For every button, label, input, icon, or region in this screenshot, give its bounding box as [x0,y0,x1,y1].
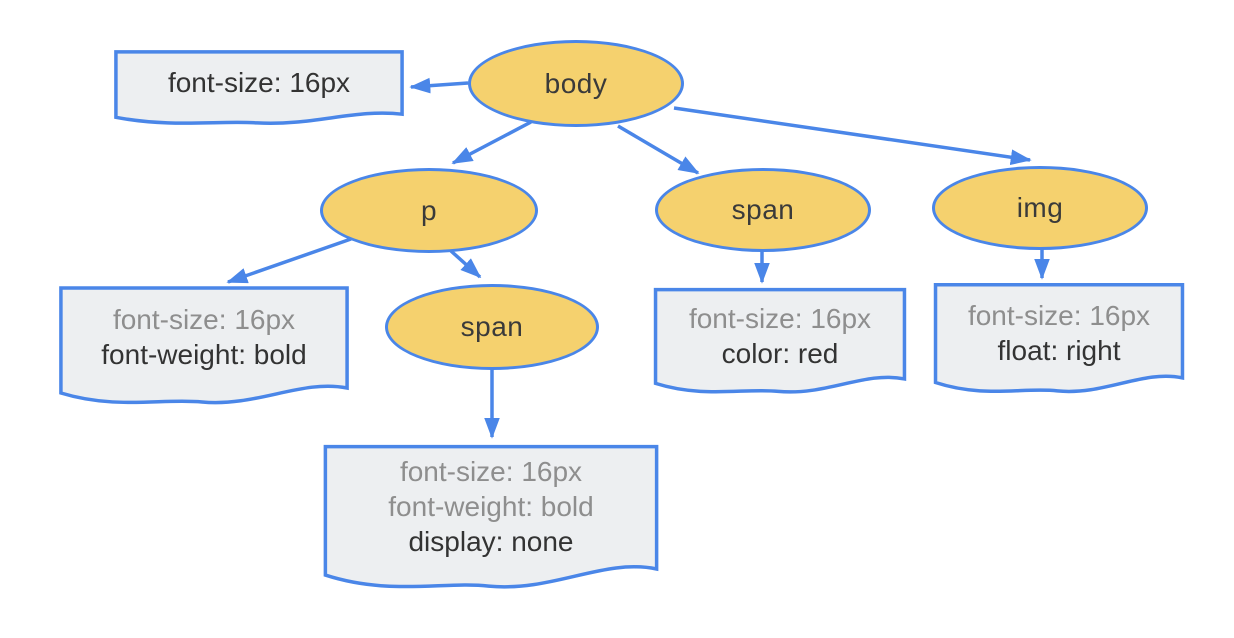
note-p-styles: font-size: 16px font-weight: bold [58,285,350,415]
note-img-styles: font-size: 16px float: right [933,282,1185,403]
style-line: font-size: 16px [167,67,351,98]
style-line: font-weight: bold [101,339,307,370]
note-body-styles: font-size: 16px [113,50,405,131]
note-wave-shape [58,285,350,415]
style-line: font-size: 16px [967,300,1151,331]
style-line: color: red [721,338,839,369]
note-wave-shape [322,443,660,602]
note-wave-shape [933,282,1185,403]
note-span-styles: font-size: 16px color: red [653,287,907,403]
edge-body-to-p [451,120,532,165]
edge-body-to-note-body [409,77,469,94]
node-span-label: span [731,194,795,225]
style-line: font-size: 16px [688,303,872,334]
note-wave-shape [113,50,405,131]
note-span-in-p-styles: font-size: 16px font-weight: bold displa… [322,443,660,602]
node-img: img [932,166,1148,250]
style-line: float: right [997,335,1121,366]
edge-body-to-img [673,106,1032,166]
node-body-label: body [544,67,608,99]
note-wave-shape [653,287,907,403]
node-span-in-p: span [385,284,599,370]
style-line: font-weight: bold [388,491,594,522]
edge-p-to-span-in-p [449,249,482,279]
style-line: display: none [408,526,574,557]
node-p: p [320,168,538,253]
node-span: span [655,168,871,252]
style-line: font-size: 16px [112,304,296,335]
node-p-label: p [420,194,438,226]
node-body: body [468,40,684,127]
edge-body-to-span [617,124,700,175]
node-span-in-p-label: span [460,311,524,342]
node-img-label: img [1016,192,1064,223]
edge-p-to-note-p [226,237,352,284]
style-line: font-size: 16px [399,456,583,487]
